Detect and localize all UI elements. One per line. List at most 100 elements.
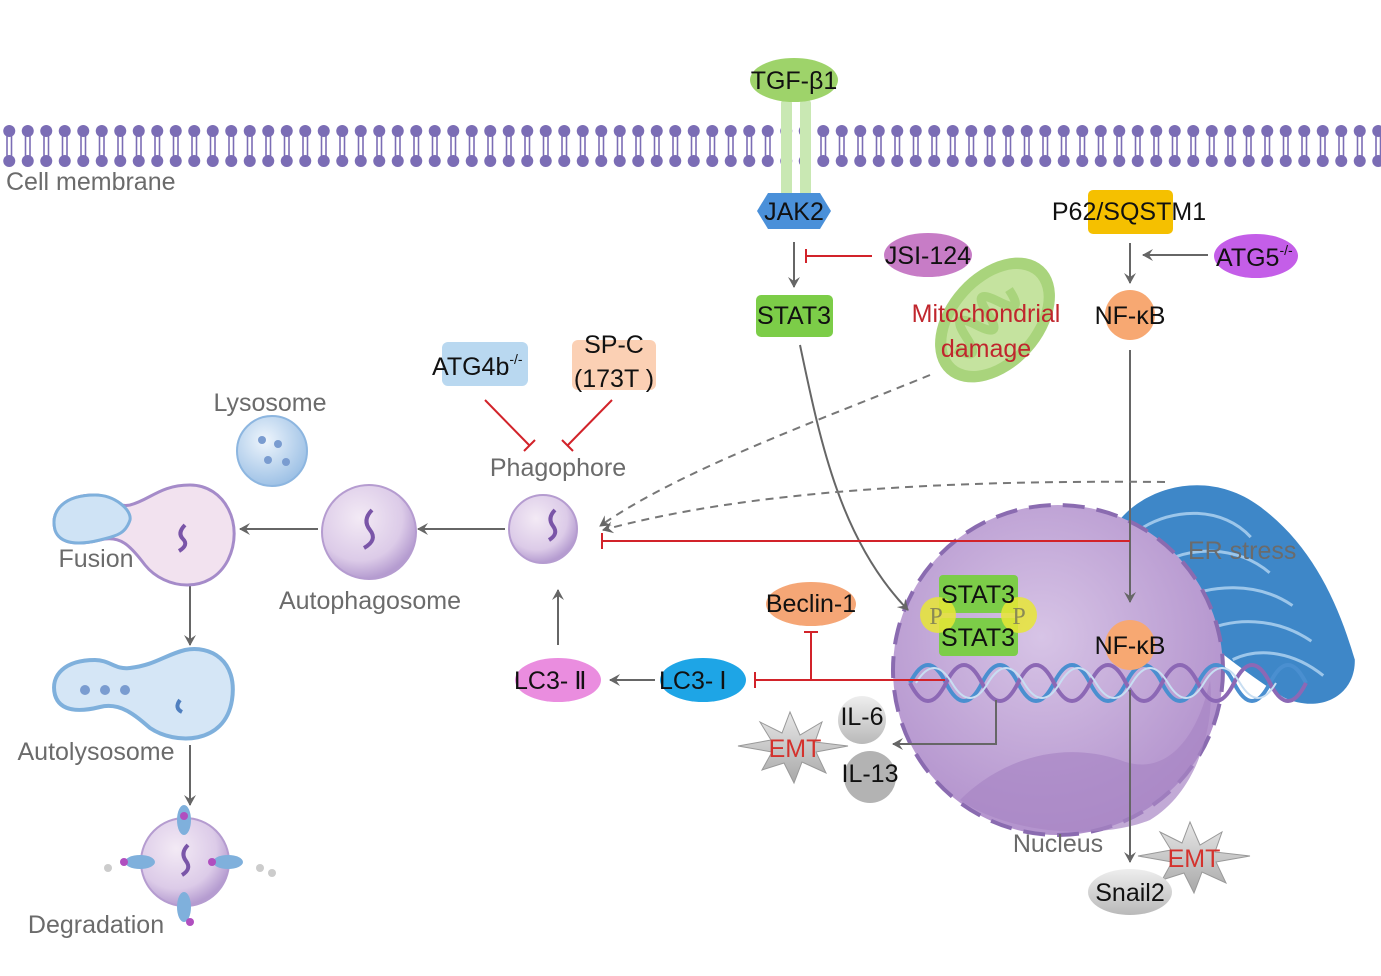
- dna-strand-c: [915, 667, 1277, 699]
- lysosome-granule: [258, 436, 266, 444]
- phagophore-cargo: [547, 508, 558, 542]
- phagophore-vesicle: [508, 494, 578, 564]
- cell-membrane: Cell membrane: [0, 125, 1381, 196]
- stat3-dimer: STAT3 STAT3 P P: [920, 575, 1037, 656]
- snail2-ellipse: [1088, 869, 1172, 915]
- emt-left-label: EMT: [769, 735, 822, 763]
- il13-node: IL-13: [842, 751, 899, 803]
- debris: [268, 869, 276, 877]
- snail2-label: Snail2: [1095, 879, 1165, 907]
- inhibit-bar: [561, 439, 574, 452]
- autolysosome-label: Autolysosome: [17, 738, 174, 766]
- degradation-dot: [186, 918, 194, 926]
- il13-circle: [844, 751, 896, 803]
- degradation-cargo: [180, 843, 191, 877]
- dna-helix: [908, 663, 1308, 703]
- snail2-node: Snail2: [1088, 869, 1172, 915]
- nfkb-circle: [1105, 290, 1155, 340]
- er-stress-label: ER stress: [1188, 537, 1296, 565]
- dna-strand-a: [908, 663, 1308, 703]
- degradation-dot: [180, 812, 188, 820]
- stat3-dimer-top-box: [939, 575, 1018, 613]
- fusion-label: Fusion: [58, 545, 133, 573]
- il13-label: IL-13: [842, 760, 899, 788]
- nucleus-shade: [960, 680, 1211, 832]
- mito-damage-label-2: damage: [941, 335, 1031, 363]
- spc-node: SP-C (173T ): [572, 331, 656, 393]
- beclin1-ellipse: [766, 582, 856, 626]
- lc3-i-label: LC3-Ⅰ: [659, 667, 727, 695]
- stat3-label: STAT3: [757, 302, 831, 330]
- atg5-node: ATG5-/-: [1214, 234, 1298, 278]
- phospho-left: [920, 597, 956, 633]
- autolysosome: Autolysosome: [17, 647, 235, 766]
- mitochondrion: Mitochondrial damage: [912, 257, 1061, 383]
- fusion: Fusion: [52, 483, 236, 587]
- lysosome-granule: [264, 456, 272, 464]
- stat3-dimer-bottom-label: STAT3: [941, 624, 1015, 652]
- arrow-stat3-translocation: [799, 344, 909, 611]
- nfkb-label: NF-κB: [1095, 302, 1166, 330]
- jak2-node: JAK2: [757, 193, 831, 229]
- atg5-ellipse: [1214, 234, 1298, 278]
- debris: [104, 864, 112, 872]
- autolysosome-granule: [120, 685, 130, 695]
- degradation-dot: [208, 858, 216, 866]
- lysosome-label: Lysosome: [213, 389, 326, 417]
- spc-label-1: SP-C: [584, 331, 644, 359]
- mito-cristae: [953, 287, 1020, 359]
- degradation-pore-bottom: [177, 892, 191, 922]
- lysosome-granule: [274, 440, 282, 448]
- cell-membrane-label: Cell membrane: [6, 168, 176, 196]
- phospho-right: [1001, 597, 1037, 633]
- degradation-label: Degradation: [28, 911, 164, 939]
- endoplasmic-reticulum: [1118, 485, 1355, 704]
- phagophore-label: Phagophore: [490, 454, 626, 482]
- jsi124-node: JSI-124: [884, 233, 972, 277]
- tgf-beta1-label: TGF-β1: [751, 67, 838, 95]
- phagophore: Phagophore: [490, 454, 626, 564]
- p62-label: P62/SQSTM1: [1052, 198, 1206, 226]
- atg4b-box: [442, 342, 528, 386]
- lipid-bilayer: [0, 125, 1381, 167]
- autolysosome-granule: [100, 685, 110, 695]
- degradation-pore-right: [213, 855, 243, 869]
- autophagosome: Autophagosome: [279, 484, 461, 615]
- emt-burst-right: EMT: [1137, 820, 1251, 895]
- beclin1-node: Beclin-1: [766, 582, 856, 626]
- lysosome-granule: [282, 458, 290, 466]
- stat3-node: STAT3: [756, 295, 833, 337]
- tgf-beta1-receptor: TGF-β1: [750, 58, 838, 198]
- degradation-pore-left: [125, 855, 155, 869]
- debris: [256, 864, 264, 872]
- lc3-ii-label: LC3-Ⅱ: [514, 667, 587, 695]
- inhibit-atg4b: [484, 399, 531, 447]
- atg4b-label: ATG4b-/-: [432, 351, 523, 381]
- receptor-chain-right: [800, 100, 811, 198]
- stat3-dimer-bottom-box: [939, 618, 1018, 656]
- inhibit-spc: [566, 399, 613, 447]
- autophagosome-cargo: [362, 508, 375, 550]
- inhibit-bar: [523, 439, 536, 452]
- autophagosome-vesicle: [321, 484, 417, 580]
- emt-right-label: EMT: [1168, 845, 1221, 873]
- p62-box: [1088, 190, 1173, 234]
- receptor-chain-left: [781, 100, 792, 198]
- stat3-dimer-top-label: STAT3: [941, 581, 1015, 609]
- nucleus: Nucleus: [891, 503, 1225, 858]
- lysosome: Lysosome: [213, 389, 327, 487]
- phospho-right-label: P: [1012, 604, 1025, 630]
- er-body: [1118, 485, 1355, 704]
- il6-label: IL-6: [840, 703, 883, 731]
- lc3-i-ellipse: [660, 658, 746, 702]
- autolysosome-vesicle: [52, 647, 235, 741]
- dashed-mito-to-phagophore: [599, 374, 931, 527]
- jak2-hexagon: [757, 193, 831, 229]
- er-folds: [1135, 511, 1325, 677]
- mito-damage-label-1: Mitochondrial: [912, 300, 1061, 328]
- lc3-ii-node: LC3-Ⅱ: [514, 658, 601, 702]
- tgf-beta1-ligand: [750, 58, 838, 102]
- degradation-dot: [120, 858, 128, 866]
- dna-strand-b: [908, 663, 1308, 703]
